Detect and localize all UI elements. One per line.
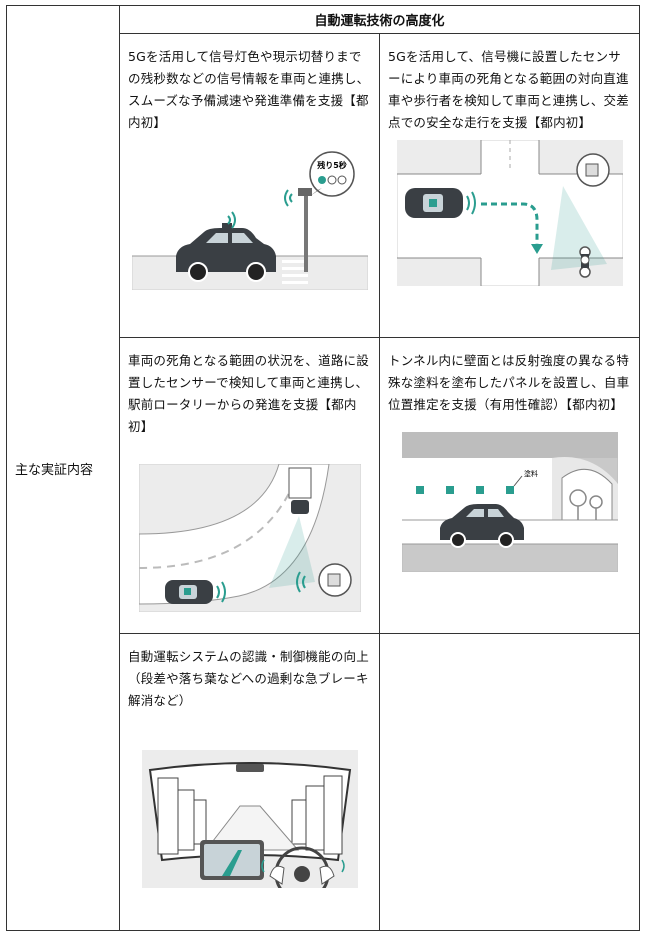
cell-recognition-control: 自動運転システムの認識・制御機能の向上（段差や落ち葉などへの過剰な急ブレーキ解消… [119, 633, 380, 931]
cell-tunnel-paint: トンネル内に壁面とは反射強度の異なる特殊な塗料を塗布したパネルを設置し、自車位置… [378, 337, 641, 634]
cell-text: 5Gを活用して、信号機に設置したセンサーにより車両の死角となる範囲の対向直進車や… [388, 49, 629, 130]
car-icon [175, 223, 276, 282]
cell-text: トンネル内に壁面とは反射強度の異なる特殊な塗料を塗布したパネルを設置し、自車位置… [388, 353, 630, 412]
row-header-label: 主な実証内容 [15, 462, 94, 478]
sensor-icon [317, 563, 352, 597]
column-header-label: 自動運転技術の高度化 [314, 14, 445, 29]
cell-text: 自動運転システムの認識・制御機能の向上（段差や落ち葉などへの過剰な急ブレーキ解消… [128, 649, 369, 708]
rotary-illustration [138, 464, 361, 612]
row-header: 主な実証内容 [6, 5, 120, 931]
signal-countdown-illustration: 残り5秒 [131, 144, 368, 290]
car-icon [439, 504, 524, 548]
cockpit-illustration [141, 750, 358, 888]
tunnel-illustration: 塗料 [401, 432, 618, 572]
intersection-illustration [396, 140, 623, 286]
sensor-icon [575, 153, 610, 187]
cell-empty [378, 633, 641, 931]
cell-signal-info: 5Gを活用して信号灯色や現示切替りまでの残秒数などの信号情報を車両と連携し、スム… [119, 33, 380, 338]
cell-text: 5Gを活用して信号灯色や現示切替りまでの残秒数などの信号情報を車両と連携し、スム… [128, 49, 370, 130]
motorcycle-icon [578, 246, 591, 278]
column-header: 自動運転技術の高度化 [118, 5, 641, 34]
truck-icon [288, 467, 311, 514]
cell-intersection-sensor: 5Gを活用して、信号機に設置したセンサーにより車両の死角となる範囲の対向直進車や… [378, 33, 641, 338]
cell-station-rotary: 車両の死角となる範囲の状況を、道路に設置したセンサーで検知して車両と連携し、駅前… [119, 337, 380, 634]
cell-text: 車両の死角となる範囲の状況を、道路に設置したセンサーで検知して車両と連携し、駅前… [128, 353, 369, 434]
car-topview-icon [404, 188, 463, 218]
hands-icon [268, 865, 335, 885]
paint-label: 塗料 [524, 469, 538, 478]
car-topview-icon [164, 580, 213, 604]
signal-countdown-label: 残り5秒 [317, 160, 347, 170]
signal-balloon: 残り5秒 [308, 151, 355, 197]
demonstration-table: 主な実証内容 自動運転技術の高度化 5Gを活用して信号灯色や現示切替りまでの残秒… [6, 5, 641, 931]
